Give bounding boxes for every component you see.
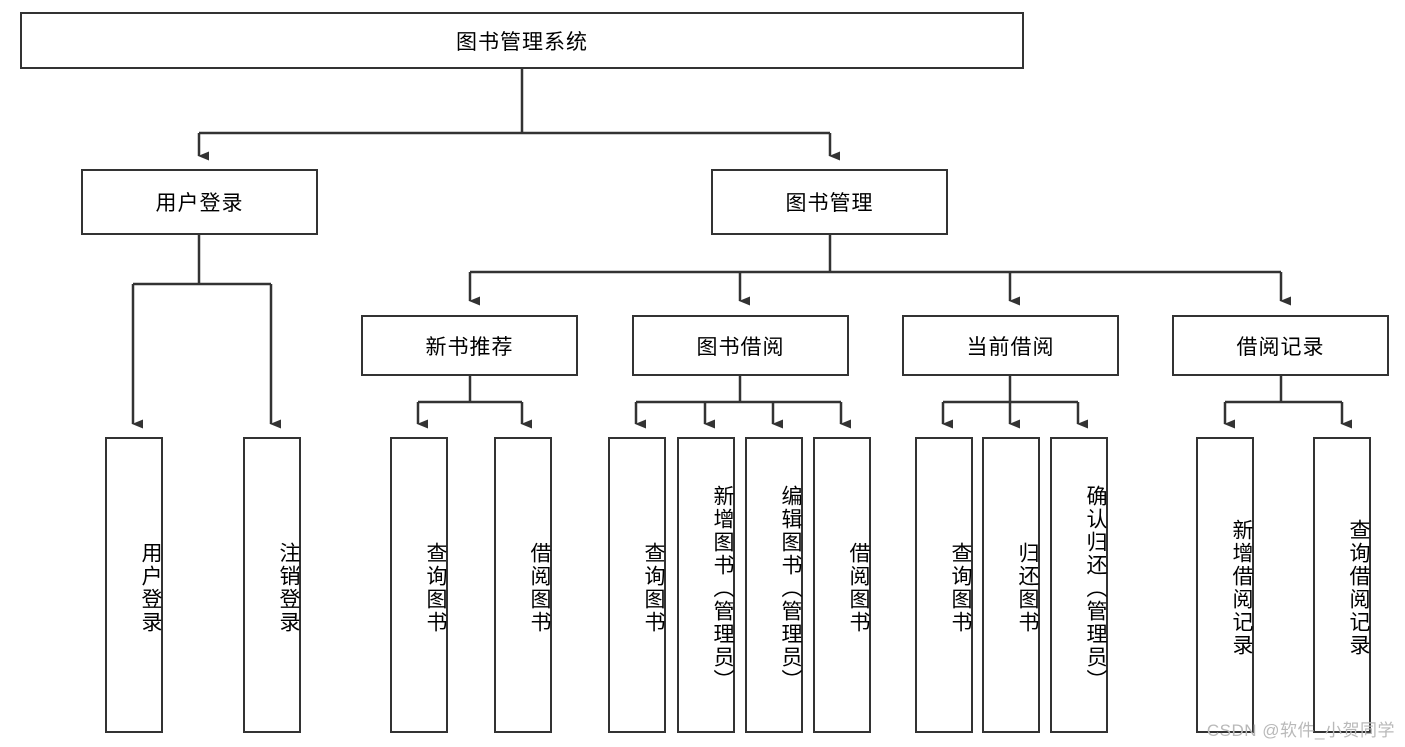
leaf-label: 编辑图书（管理员） [779,484,802,692]
leaf-label: 确认归还（管理员） [1084,484,1107,692]
leaf-borrow-records-query[interactable]: 查询借阅记录 [1313,437,1371,733]
node-book-management-label: 图书管理 [785,192,874,215]
node-book-borrow-label: 图书借阅 [696,335,785,359]
leaf-label: 注销登录 [277,542,300,634]
leaf-label: 查询借阅记录 [1347,519,1370,657]
watermark-text: CSDN @软件_小贺同学 [1206,721,1395,740]
leaf-book-borrow-query[interactable]: 查询图书 [608,437,666,733]
leaf-label: 新增图书（管理员） [711,484,734,692]
leaf-user-login-signout[interactable]: 注销登录 [243,437,301,733]
node-user-login-label: 用户登录 [155,192,244,215]
leaf-label: 查询图书 [642,542,665,634]
leaf-label: 归还图书 [1016,542,1039,634]
node-current-borrow[interactable]: 当前借阅 [902,315,1119,376]
leaf-new-books-query[interactable]: 查询图书 [390,437,448,733]
node-book-borrow[interactable]: 图书借阅 [632,315,849,376]
leaf-label: 查询图书 [949,542,972,634]
leaf-label: 借阅图书 [847,542,870,634]
node-root[interactable]: 图书管理系统 [20,12,1024,69]
leaf-current-borrow-return[interactable]: 归还图书 [982,437,1040,733]
node-user-login[interactable]: 用户登录 [81,169,318,235]
leaf-label: 用户登录 [139,542,162,634]
leaf-label: 借阅图书 [528,542,551,634]
node-current-borrow-label: 当前借阅 [966,335,1055,359]
leaf-book-borrow-edit[interactable]: 编辑图书（管理员） [745,437,803,733]
leaf-book-borrow-add[interactable]: 新增图书（管理员） [677,437,735,733]
node-new-book-recommend[interactable]: 新书推荐 [361,315,578,376]
node-borrow-records[interactable]: 借阅记录 [1172,315,1389,376]
leaf-label: 查询图书 [424,542,447,634]
leaf-new-books-borrow[interactable]: 借阅图书 [494,437,552,733]
leaf-book-borrow-lend[interactable]: 借阅图书 [813,437,871,733]
leaf-user-login-signin[interactable]: 用户登录 [105,437,163,733]
node-root-label: 图书管理系统 [456,30,588,54]
leaf-current-borrow-query[interactable]: 查询图书 [915,437,973,733]
leaf-label: 新增借阅记录 [1230,519,1253,657]
leaf-current-borrow-confirm[interactable]: 确认归还（管理员） [1050,437,1108,733]
node-book-management[interactable]: 图书管理 [711,169,948,235]
leaf-borrow-records-add[interactable]: 新增借阅记录 [1196,437,1254,733]
node-borrow-records-label: 借阅记录 [1236,335,1325,359]
node-new-book-recommend-label: 新书推荐 [425,335,514,359]
